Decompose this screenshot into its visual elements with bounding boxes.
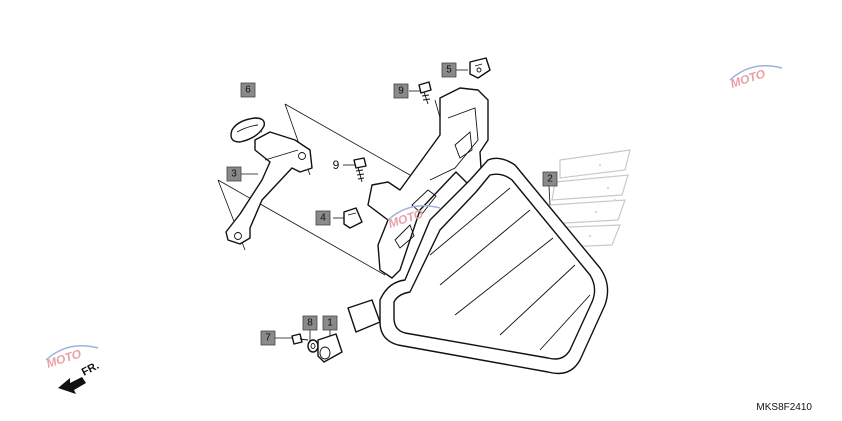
callout-5: 5 (441, 62, 457, 78)
callout-6: 6 (240, 82, 256, 98)
callout-8: 8 (302, 315, 318, 331)
svg-text:6: 6 (245, 85, 251, 96)
svg-text:MOTO: MOTO (729, 66, 768, 91)
moto-watermark-logo-top: MOTO (729, 65, 783, 91)
rear-carrier-part (347, 157, 609, 375)
svg-text:FR.: FR. (80, 360, 101, 379)
svg-text:MOTO: MOTO (45, 346, 84, 371)
svg-text:1: 1 (327, 318, 333, 329)
svg-text:5: 5 (446, 65, 452, 76)
svg-text:8: 8 (307, 318, 313, 329)
bolt-part-left (353, 157, 367, 183)
svg-text:9: 9 (398, 86, 404, 97)
rubber-cushion-part (230, 117, 265, 143)
svg-text:2: 2 (547, 174, 553, 185)
left-stay-part (225, 131, 313, 245)
svg-text:7: 7 (265, 333, 271, 344)
svg-text:3: 3 (231, 169, 237, 180)
callout-2: 2 (542, 171, 558, 187)
callout-9-left: 9 (333, 158, 340, 172)
clip-part-top (469, 57, 491, 79)
clip-part-mid (343, 207, 363, 229)
callout-9-right: 9 (393, 83, 409, 99)
svg-text:4: 4 (320, 213, 326, 224)
bolt-part-right (418, 81, 432, 105)
callout-1: 1 (322, 315, 338, 331)
washer-part (307, 339, 319, 353)
callout-3: 3 (226, 166, 242, 182)
small-bolt-part (291, 333, 309, 345)
callout-7: 7 (260, 330, 276, 346)
right-stay-part (367, 87, 489, 279)
collar-part (317, 333, 343, 363)
callout-4: 4 (315, 210, 331, 226)
diagram-code: MKS8F2410 (756, 402, 812, 413)
